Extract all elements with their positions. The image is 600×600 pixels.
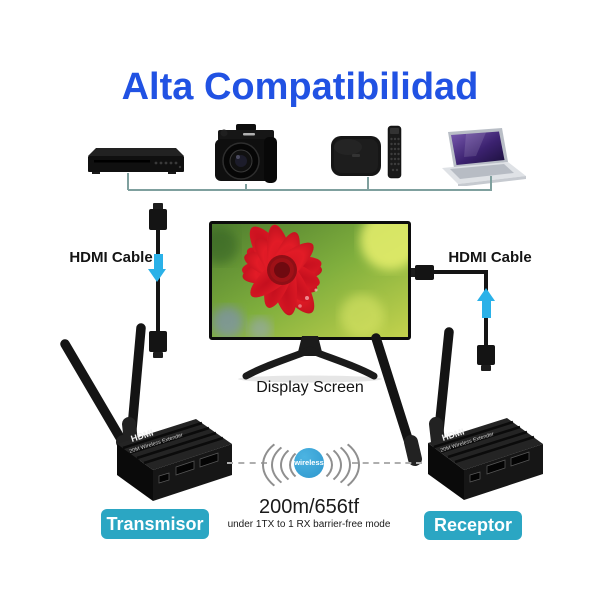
hdmi-cable-label-right: HDMI Cable (448, 249, 532, 266)
laptop-icon (442, 128, 526, 186)
receiver-label: Receptor (424, 511, 522, 540)
hdmi-cable-right-wire (432, 270, 488, 274)
hdmi-connector-body (149, 331, 167, 352)
hdmi-connector-tip (481, 365, 491, 371)
wireless-signal-arc (262, 432, 360, 498)
hdmi-connector-tip (153, 203, 163, 210)
wireless-badge: wireless (294, 448, 324, 478)
connector-line-horizontal (128, 189, 492, 191)
hdmi-connector-body (415, 265, 434, 280)
up-arrow-icon (477, 288, 495, 301)
hdmi-connector-tip (153, 352, 163, 358)
page-title: Alta Compatibilidad (121, 66, 479, 108)
hdmi-cable-label-left: HDMI Cable (69, 249, 153, 266)
connector-stub-dvr (127, 173, 129, 190)
connector-stub-laptop (490, 176, 492, 190)
tv-box-icon (331, 136, 381, 176)
wireless-dashed-link-right (352, 462, 422, 464)
hdmi-connector-tip (409, 268, 416, 277)
connector-stub-camera (245, 184, 247, 190)
remote-icon (387, 125, 402, 179)
wireless-dashed-link-left (227, 462, 267, 464)
monitor-screen-image (212, 224, 408, 337)
down-arrow-icon (148, 269, 166, 282)
display-screen-caption: Display Screen (256, 379, 364, 396)
up-arrow-icon (482, 300, 491, 318)
wireless-mode-note: under 1TX to 1 RX barrier-free mode (227, 519, 391, 530)
camera-icon (215, 124, 277, 183)
hdmi-connector-body (149, 209, 167, 230)
hdmi-connector-body (477, 345, 495, 365)
monitor-stand (238, 336, 382, 383)
receiver-device: HDMI 20M Wireless Extender (371, 327, 543, 500)
connector-stub-tvbox (367, 177, 369, 190)
transmitter-device: HDMI 20M Wireless Extender (60, 323, 232, 501)
monitor (209, 221, 411, 340)
wireless-distance: 200m/656tf (258, 496, 360, 518)
down-arrow-icon (154, 254, 163, 270)
dvr-icon (88, 148, 184, 174)
transmitter-label: Transmisor (101, 509, 209, 539)
